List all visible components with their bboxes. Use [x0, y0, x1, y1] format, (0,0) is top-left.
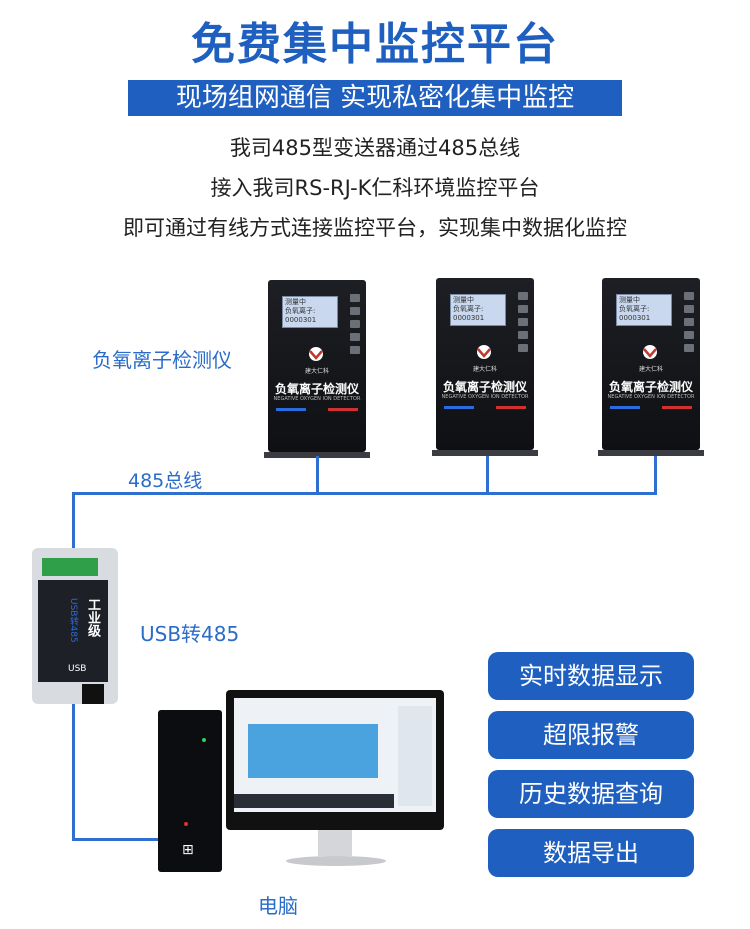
usb-port-label: USB: [68, 664, 87, 674]
monitor: [226, 690, 444, 830]
blue-stripe: [444, 406, 474, 409]
detector-foot-2: [432, 450, 538, 456]
hdd-led-icon: [184, 822, 188, 826]
feature-limit-alarm: 超限报警: [488, 711, 694, 759]
monitor-stand: [286, 856, 386, 866]
detector-name: 负氧离子检测仪: [442, 380, 527, 394]
keypad-icon: [684, 292, 694, 357]
description-line-2: 接入我司RS-RJ-K仁科环境监控平台: [210, 176, 540, 200]
blue-stripe: [276, 408, 306, 411]
detector-brand: 建大仁科: [472, 366, 497, 373]
usb-cable-vertical: [72, 704, 75, 840]
usb-485-converter: 工业级 USB转485 USB: [32, 548, 118, 704]
description-line-1: 我司485型变送器通过485总线: [229, 136, 521, 160]
keypad-icon: [518, 292, 528, 357]
bus-drop-3: [654, 456, 657, 494]
screen-sidebar: [398, 706, 432, 806]
detector-name: 负氧离子检测仪: [608, 380, 693, 394]
bus-line-vertical: [72, 492, 75, 558]
monitor-neck: [318, 830, 352, 856]
keypad-icon: [350, 294, 360, 359]
terminal-block-icon: [42, 558, 98, 576]
detector-brand: 建大仁科: [638, 366, 663, 373]
detector-device-2: 测量中负氧离子:0000301 建大仁科 负氧离子检测仪 NEGATIVE OX…: [436, 278, 534, 450]
detector-screen: 测量中负氧离子:0000301: [282, 296, 338, 328]
detector-subtitle: NEGATIVE OXYGEN ION DETECTOR: [273, 396, 361, 402]
converter-label: USB转485: [140, 622, 240, 646]
bus-line-485: [72, 492, 657, 495]
monitor-screen: [234, 698, 436, 812]
bus-drop-1: [316, 456, 319, 494]
detector-subtitle: NEGATIVE OXYGEN ION DETECTOR: [607, 394, 695, 400]
usb-cable-horizontal: [72, 838, 160, 841]
description-line-3: 即可通过有线方式连接监控平台，实现集中数据化监控: [123, 216, 627, 240]
screen-footer: [234, 794, 394, 808]
converter-sub-text: USB转485: [68, 598, 78, 643]
converter-panel: 工业级 USB转485 USB: [38, 580, 108, 682]
detector-subtitle: NEGATIVE OXYGEN ION DETECTOR: [441, 394, 529, 400]
detector-device-1: 测量中负氧离子:0000301 建大仁科 负氧离子检测仪 NEGATIVE OX…: [268, 280, 366, 452]
bus-label: 485总线: [128, 470, 203, 492]
detector-label: 负氧离子检测仪: [92, 348, 232, 372]
detector-name: 负氧离子检测仪: [274, 382, 359, 396]
detector-foot-3: [598, 450, 704, 456]
bus-drop-2: [486, 456, 489, 494]
detector-foot-1: [264, 452, 370, 458]
usb-port-icon: [82, 684, 104, 704]
brand-logo-icon: [643, 345, 657, 359]
red-stripe: [496, 406, 526, 409]
screen-graphic: [248, 724, 378, 778]
detector-screen: 测量中负氧离子:0000301: [616, 294, 672, 326]
pc-tower: ⊞: [158, 710, 222, 872]
feature-data-export: 数据导出: [488, 829, 694, 877]
brand-logo-icon: [309, 347, 323, 361]
red-stripe: [328, 408, 358, 411]
windows-logo-icon: ⊞: [182, 842, 194, 858]
red-stripe: [662, 406, 692, 409]
detector-brand: 建大仁科: [304, 368, 329, 375]
brand-logo-icon: [477, 345, 491, 359]
converter-main-text: 工业级: [85, 598, 100, 637]
feature-history-query: 历史数据查询: [488, 770, 694, 818]
detector-screen: 测量中负氧离子:0000301: [450, 294, 506, 326]
subtitle-banner: 现场组网通信 实现私密化集中监控: [128, 80, 622, 116]
computer-label: 电脑: [258, 894, 298, 918]
blue-stripe: [610, 406, 640, 409]
page-title: 免费集中监控平台: [191, 19, 559, 70]
feature-realtime-display: 实时数据显示: [488, 652, 694, 700]
power-led-icon: [202, 738, 206, 742]
detector-device-3: 测量中负氧离子:0000301 建大仁科 负氧离子检测仪 NEGATIVE OX…: [602, 278, 700, 450]
